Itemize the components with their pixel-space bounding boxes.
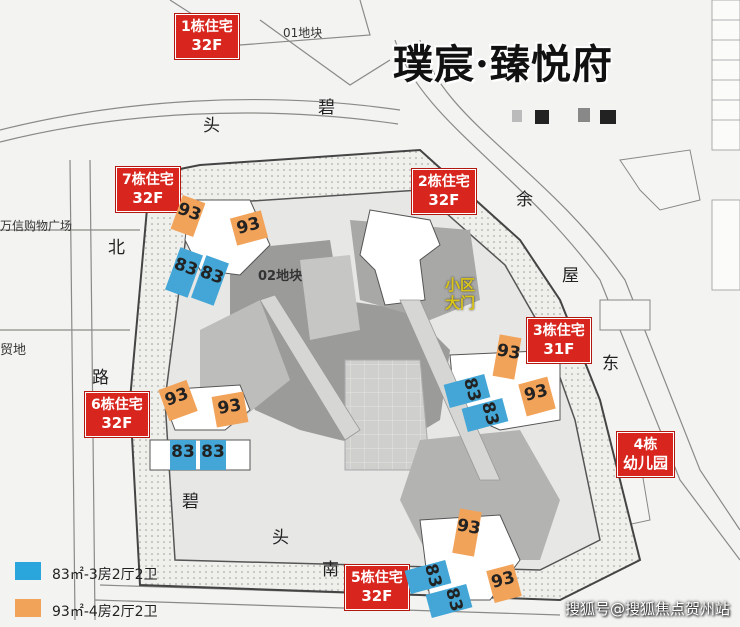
building-2-floors: 32F (428, 191, 460, 209)
building-2-label: 2栋住宅 32F (412, 169, 476, 214)
building-6-label: 6栋住宅 32F (85, 392, 149, 437)
building-4-name: 4栋 (633, 437, 658, 453)
building-6-floors: 32F (101, 414, 133, 432)
watermark: 搜狐号@搜狐焦点贺州站 (564, 600, 730, 618)
road-label-north-1: 碧 (318, 98, 335, 118)
building-7-label: 7栋住宅 32F (116, 167, 180, 212)
building-7-name: 7栋住宅 (122, 172, 174, 188)
building-7-floors: 32F (132, 189, 164, 207)
building-5-name: 5栋住宅 (351, 570, 403, 586)
building-1-name: 1栋住宅 (181, 19, 233, 35)
parcel-02-label: 02地块 (258, 269, 303, 284)
gate-line-1: 小区 (445, 276, 476, 294)
parcel-01-label: 01地块 (283, 26, 323, 40)
west-site-label: 贸地 (0, 343, 27, 358)
building-6-name: 6栋住宅 (91, 397, 143, 413)
main-gate-label: 小区 大门 (445, 276, 475, 312)
building-4-floors: 幼儿园 (623, 454, 669, 472)
road-label-east-2: 屋 (562, 266, 579, 286)
road-label-east-3: 东 (602, 354, 619, 374)
legend-swatch-93 (15, 599, 41, 617)
building-3-name: 3栋住宅 (533, 323, 585, 339)
road-label-south-3: 南 (322, 560, 339, 580)
road-label-east-1: 余 (516, 190, 533, 210)
legend-swatch-83 (15, 562, 41, 580)
gate-line-2: 大门 (445, 294, 476, 312)
building-5-floors: 32F (361, 587, 393, 605)
building-1-floors: 32F (191, 36, 223, 54)
building-5-label: 5栋住宅 32F (345, 565, 409, 610)
building-3-label: 3栋住宅 31F (527, 318, 591, 363)
watermark-noise (512, 108, 616, 124)
building-4-label: 4栋 幼儿园 (617, 432, 675, 477)
building-3-floors: 31F (543, 340, 575, 358)
building-2-name: 2栋住宅 (418, 174, 470, 190)
legend-label-83: 83㎡-3房2厅2卫 (52, 567, 158, 583)
drawing-legend-table (711, 0, 740, 291)
unit-83-b6-a: 83 (170, 440, 196, 470)
road-label-west-2: 路 (92, 368, 109, 388)
road-label-south-2: 头 (272, 528, 289, 548)
road-label-west-1: 北 (108, 238, 125, 258)
page-title: 璞宸·臻悦府 (393, 41, 613, 88)
unit-83-b6-b: 83 (200, 440, 226, 470)
unit-93-b6-b: 93 (211, 391, 249, 428)
road-label-south-1: 碧 (182, 492, 199, 512)
legend-label-93: 93㎡-4房2厅2卫 (52, 604, 158, 620)
building-1-label: 1栋住宅 32F (175, 14, 239, 59)
central-lawn (300, 255, 360, 340)
mall-label: 万信购物广场 (0, 219, 73, 233)
road-label-north-2: 头 (203, 116, 220, 136)
